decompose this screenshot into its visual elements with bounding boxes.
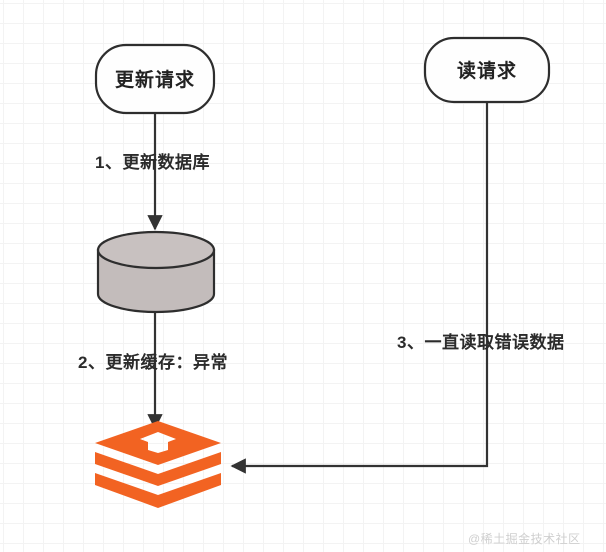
edge-update-database: 1、更新数据库 [95,113,210,231]
node-read-request-label: 读请求 [457,59,517,82]
node-cache-redis-layer-middle[interactable] [95,452,221,486]
node-database[interactable] [96,230,216,314]
node-cache-redis-layer-bottom[interactable] [95,473,221,508]
node-update-request-label: 更新请求 [115,68,195,91]
node-update-request[interactable]: 更新请求 [94,43,216,115]
node-update-request-shape[interactable] [94,43,216,115]
edge-read-cache-label: 3、一直读取错误数据 [397,332,564,352]
node-read-request[interactable]: 读请求 [423,36,551,104]
edge-update-database-label: 1、更新数据库 [95,152,210,172]
node-read-request-shape[interactable] [423,36,551,104]
node-cache-redis-layer-top[interactable] [95,421,221,465]
edge-database-cache-label: 2、更新缓存：异常 [78,352,228,372]
edge-read-cache-line [230,102,489,474]
node-database-top[interactable] [96,230,216,270]
edge-read-cache: 3、一直读取错误数据 [230,102,564,474]
edge-database-cache: 2、更新缓存：异常 [78,312,228,430]
watermark: @稀土掘金技术社区 [468,531,581,546]
node-cache-redis[interactable] [95,421,221,508]
